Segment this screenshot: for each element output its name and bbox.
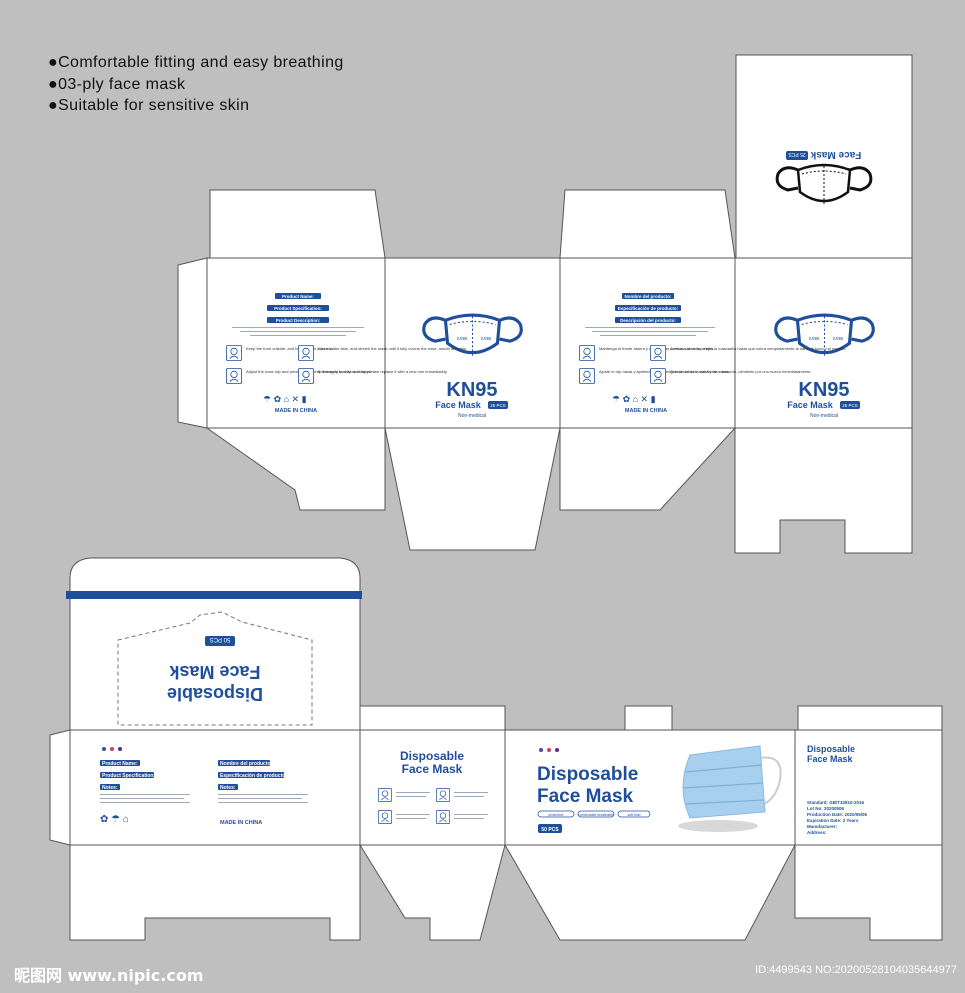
step-icon	[378, 810, 392, 824]
top-sub: Face Mask	[810, 149, 861, 160]
disp-es-name: Nombre del producto:	[220, 761, 273, 767]
tag-2: comfortable breathable	[578, 813, 614, 817]
info-address: Address:	[807, 830, 827, 835]
svg-text:☂ ✿ ⌂ ✕ ▮: ☂ ✿ ⌂ ✕ ▮	[263, 394, 307, 404]
info-standard: Standard: GB/T32610-2016	[807, 800, 865, 805]
en-spec-heading: Product Specification:	[274, 306, 322, 311]
front-sub: Face Mask	[435, 400, 482, 410]
step-icon	[436, 788, 450, 802]
es-made-in: MADE IN CHINA	[625, 408, 667, 414]
feature-item: ●Suitable for sensitive skin	[48, 97, 250, 114]
side-title-2: Face Mask	[402, 762, 463, 776]
front-brand-2: KN95	[798, 379, 849, 401]
es-step-2: Acerca a la cara y estira la mascarilla …	[670, 346, 847, 351]
lid-title-2: Face Mask	[168, 662, 260, 682]
feature-item: ●Comfortable fitting and easy breathing	[48, 54, 344, 71]
kn95-info-es: Nombre del producto: Especificación de p…	[579, 293, 847, 414]
disp-en-name: Product Name:	[102, 761, 138, 767]
front-note: Non-medical	[458, 413, 486, 419]
feature-list: ●Comfortable fitting and easy breathing …	[48, 52, 344, 117]
disposable-info-panel: Product Name: Product Specification: Not…	[100, 747, 308, 826]
top-badge: 25 PCS	[788, 151, 806, 157]
watermark-id: ID:4499543 NO:20200528104035644977	[755, 964, 957, 976]
front-badge: 25 PCS	[490, 403, 506, 408]
front-disp-title-1: Disposable	[537, 764, 638, 785]
lid-band	[66, 591, 362, 599]
front-brand: KN95	[446, 379, 497, 401]
en-desc-heading: Product Description:	[276, 318, 321, 323]
en-name-heading: Product Name:	[282, 294, 315, 299]
disp-es-notes: Notes:	[220, 785, 236, 791]
side-title-1: Disposable	[400, 749, 464, 763]
front-badge-2: 25 PCS	[842, 403, 858, 408]
info-production: Production Date: 2020/05/06	[807, 812, 868, 817]
svg-text:✿ ☂ ⌂: ✿ ☂ ⌂	[100, 814, 129, 825]
es-desc-heading: Descripción del producto:	[620, 318, 676, 323]
tag-3: soft fluid	[627, 813, 640, 817]
info-manufacturer: Manufacturer:	[807, 824, 838, 829]
lid-badge: 50 PCS	[210, 636, 231, 642]
disp-made-in: MADE IN CHINA	[220, 820, 262, 826]
info-lot: Lot No: 20200506	[807, 806, 845, 811]
es-spec-heading: Especificación de producto:	[618, 306, 679, 311]
kn95-info-en: Product Name: Product Specification: Pro…	[226, 293, 467, 414]
disp-en-spec: Product Specification:	[102, 773, 155, 779]
info-expiration: Expiration Date: 2 Years	[807, 818, 859, 823]
disp-es-spec: Especificación de producto:	[220, 773, 287, 779]
feature-item: ●03-ply face mask	[48, 75, 186, 93]
es-step-4: Si está dañado, maloliente o húmedo, cám…	[670, 369, 812, 374]
es-name-heading: Nombre del producto:	[625, 294, 673, 299]
front-sub-2: Face Mask	[787, 400, 834, 410]
disp-en-notes: Notes:	[102, 785, 118, 791]
front-disp-title-2: Face Mask	[537, 786, 634, 807]
lid-title-1: Disposable	[167, 684, 263, 704]
right-title-2: Face Mask	[807, 754, 854, 764]
en-step-1: Keep the front outside, and hang straps …	[246, 346, 335, 351]
right-title-1: Disposable	[807, 744, 855, 754]
en-made-in: MADE IN CHINA	[275, 408, 317, 414]
tag-1: protective	[548, 813, 563, 817]
step-icon	[378, 788, 392, 802]
svg-text:☂ ✿ ⌂ ✕ ▮: ☂ ✿ ⌂ ✕ ▮	[612, 394, 656, 404]
en-step-4: If damaged,smelly or damp,please replace…	[318, 369, 448, 374]
en-step-2: Close to the face, and stretch the mask …	[318, 346, 467, 351]
step-icon	[436, 810, 450, 824]
watermark-site: 昵图网 www.nipic.com	[14, 966, 204, 985]
front-disp-badge: 50 PCS	[541, 827, 559, 833]
front-note-2: Non-medical	[810, 413, 838, 419]
surgical-mask-illustration	[678, 745, 782, 832]
